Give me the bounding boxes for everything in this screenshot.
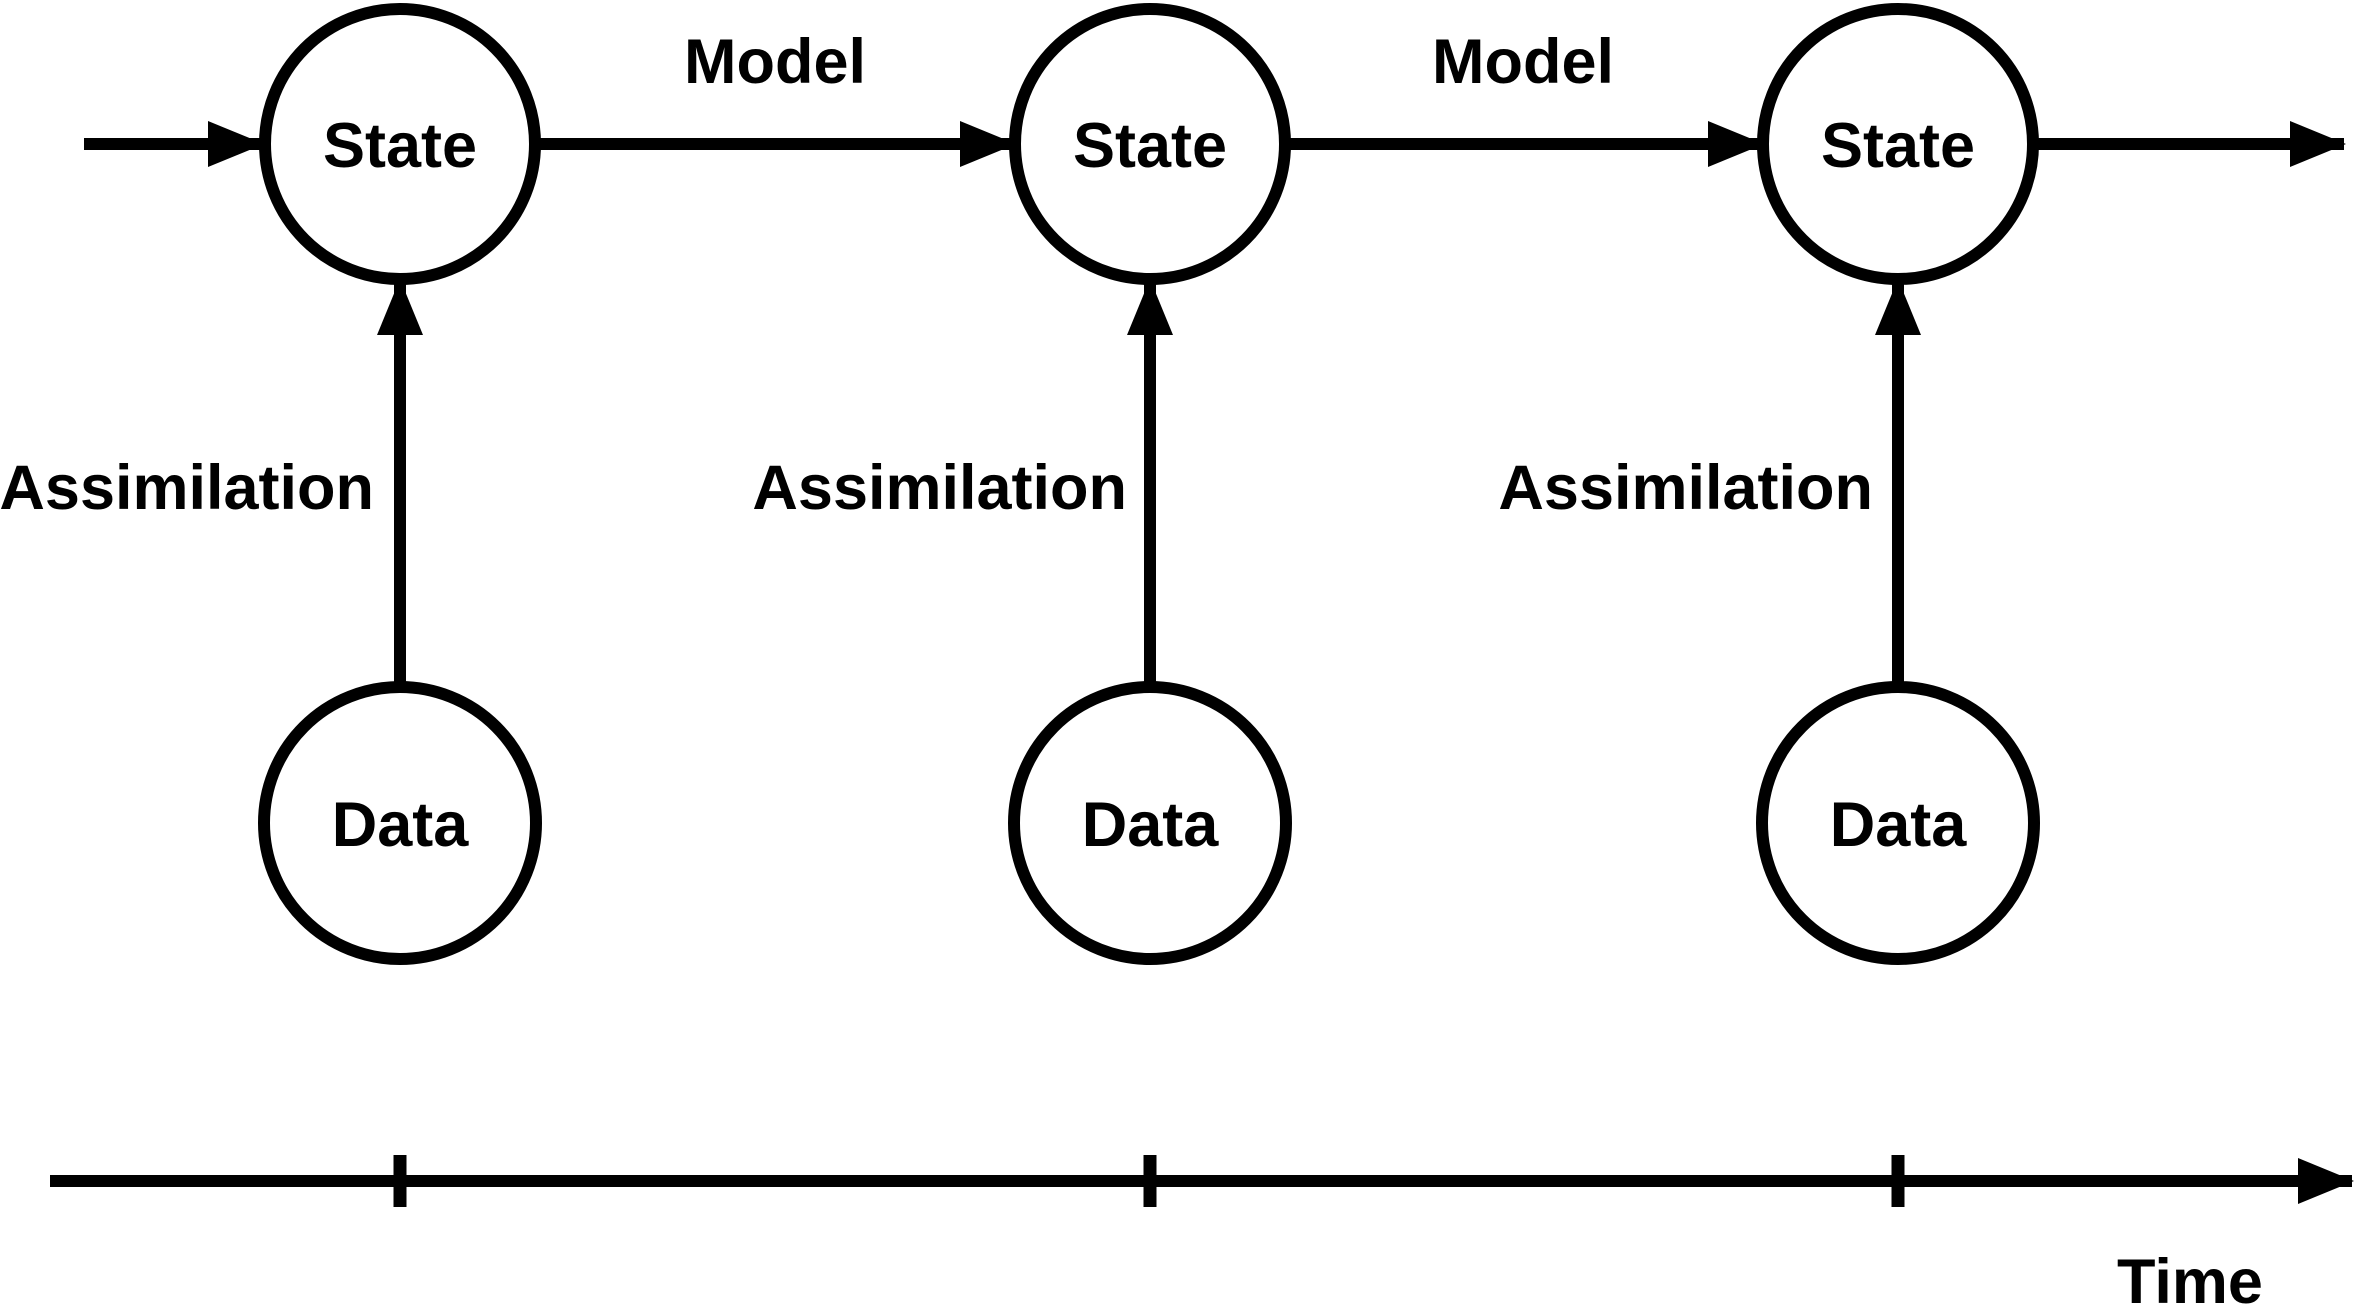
assimilation-label-2: Assimilation xyxy=(752,453,1127,523)
data-label-1: Data xyxy=(332,790,470,860)
state-label-3: State xyxy=(1821,111,1975,181)
assimilation-label-3: Assimilation xyxy=(1498,453,1873,523)
data-circle-3 xyxy=(1756,681,2040,965)
state-label-2: State xyxy=(1073,111,1227,181)
data-label-3: Data xyxy=(1830,790,1968,860)
data-node-2: Data xyxy=(1008,681,1292,965)
data-circle-1 xyxy=(258,681,542,965)
data-label-2: Data xyxy=(1082,790,1220,860)
timeline-axis: Time xyxy=(50,1155,2354,1308)
state-node-1: State xyxy=(259,3,541,285)
data-node-3: Data xyxy=(1756,681,2040,965)
model-label-1: Model xyxy=(684,27,866,97)
data-circle-2 xyxy=(1008,681,1292,965)
state-circle-1 xyxy=(259,3,541,285)
state-circle-2 xyxy=(1009,3,1291,285)
state-circle-3 xyxy=(1757,3,2039,285)
state-label-1: State xyxy=(323,111,477,181)
assimilation-label-1: Assimilation xyxy=(0,453,374,523)
state-node-2: State xyxy=(1009,3,1291,285)
state-node-3: State xyxy=(1757,3,2039,285)
data-node-1: Data xyxy=(258,681,542,965)
time-label: Time xyxy=(2117,1247,2263,1308)
model-label-2: Model xyxy=(1432,27,1614,97)
